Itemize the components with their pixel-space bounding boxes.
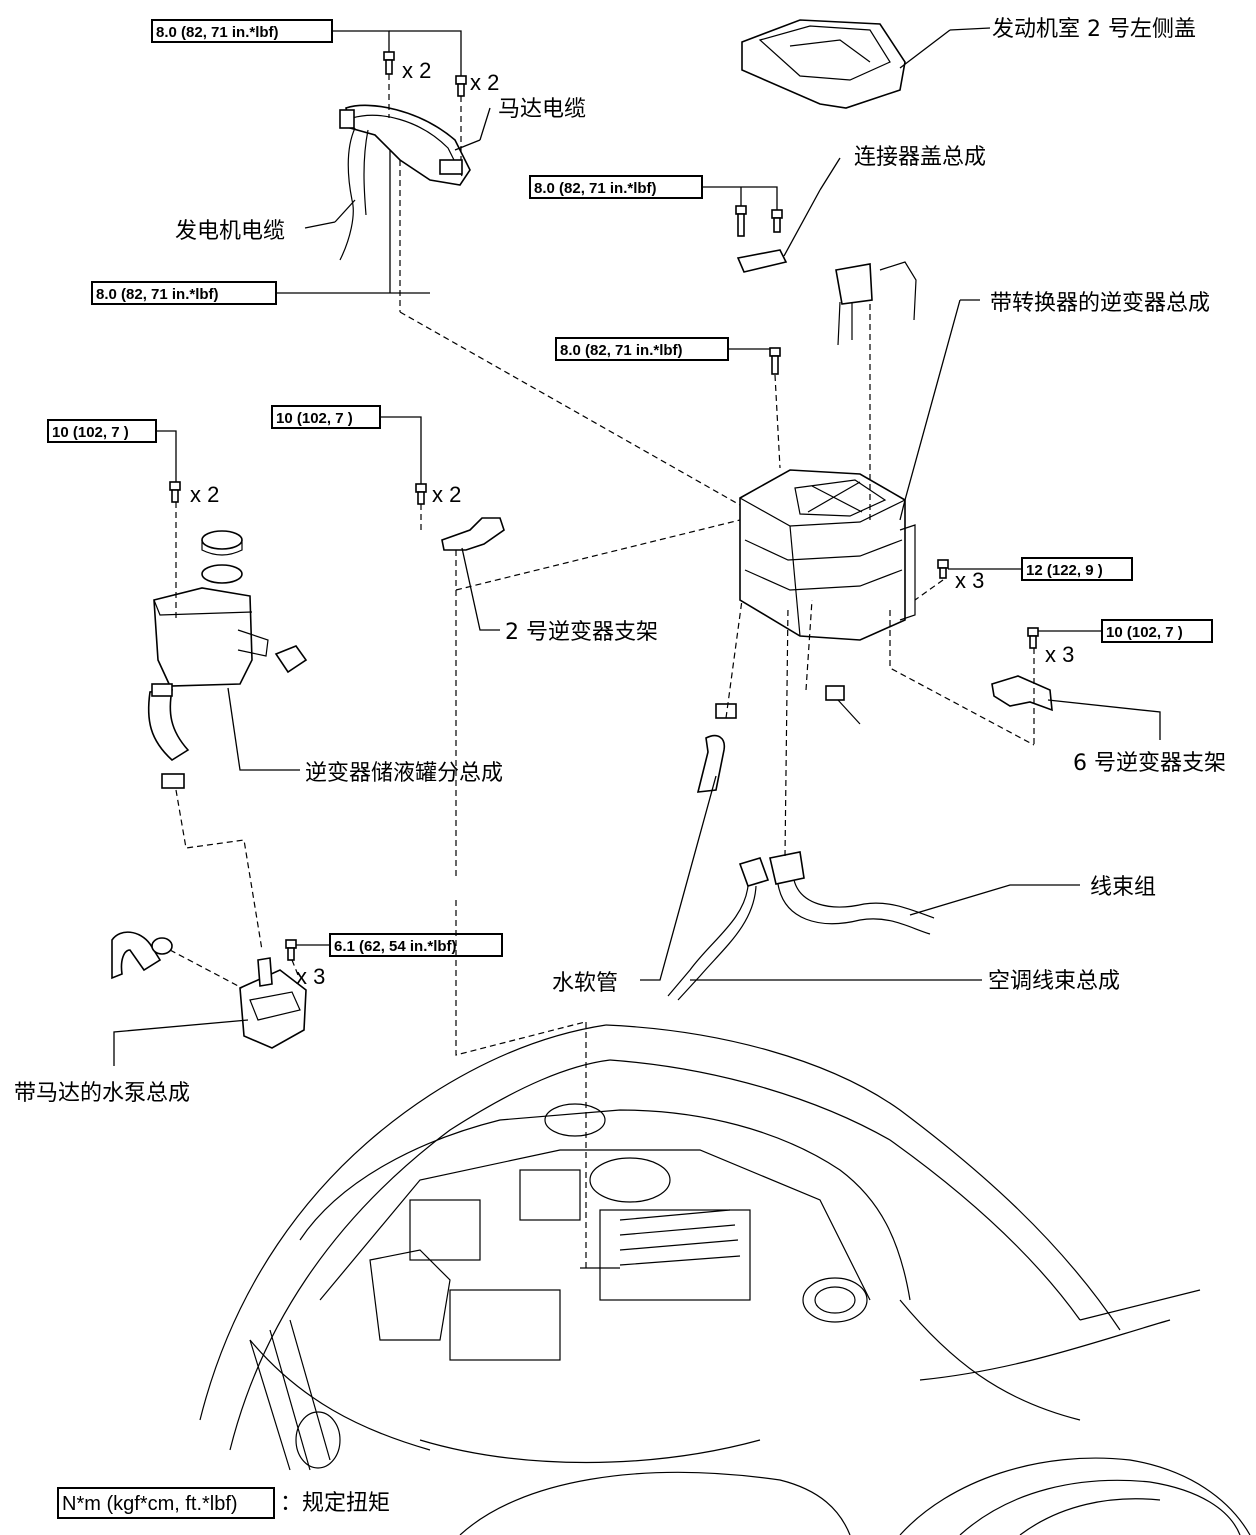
quantity-label: x 2 xyxy=(432,482,461,507)
label-inverter-bracket-2: 2 号逆变器支架 xyxy=(505,620,658,645)
label-ac-harness: 空调线束总成 xyxy=(988,969,1120,994)
quantity-label: x 2 xyxy=(402,58,431,83)
bolt-icon xyxy=(937,559,949,579)
quantity-label: x 2 xyxy=(190,482,219,507)
torque-value: 6.1 (62, 54 in.*lbf) xyxy=(334,938,457,955)
label-motor-cable: 马达电缆 xyxy=(498,97,586,122)
legend-description: ：规定扭矩 xyxy=(280,1491,390,1516)
label-water-hose: 水软管 xyxy=(552,971,618,996)
quantity-label: x 3 xyxy=(296,964,325,989)
torque-value: 10 (102, 7 ) xyxy=(1106,624,1183,641)
water-hose-drawing xyxy=(640,599,743,981)
label-water-pump: 带马达的水泵总成 xyxy=(14,1081,190,1106)
label-wire-harness: 线束组 xyxy=(1090,875,1156,900)
bolt-icon xyxy=(383,51,395,75)
label-connector-cover: 连接器盖总成 xyxy=(854,145,986,170)
label-reservoir: 逆变器储液罐分总成 xyxy=(305,761,503,786)
torque-value: 10 (102, 7 ) xyxy=(52,424,129,441)
quantity-label: x 2 xyxy=(470,70,499,95)
torque-value: 8.0 (82, 71 in.*lbf) xyxy=(96,286,219,303)
water-pump-drawing xyxy=(111,931,307,1066)
quantity-label: x 3 xyxy=(955,568,984,593)
torque-value: 8.0 (82, 71 in.*lbf) xyxy=(534,180,657,197)
label-inverter-bracket-6: 6 号逆变器支架 xyxy=(1073,751,1226,776)
engine-bay-drawing xyxy=(199,900,1251,1535)
label-inverter-assembly: 带转换器的逆变器总成 xyxy=(990,291,1210,316)
torque-value: 8.0 (82, 71 in.*lbf) xyxy=(156,24,279,41)
wire-harness-drawing xyxy=(667,599,1080,1001)
label-engine-room-cover: 发动机室 2 号左侧盖 xyxy=(992,17,1196,42)
legend-unit: N*m (kgf*cm, ft.*lbf) xyxy=(62,1493,238,1515)
bolt-icon xyxy=(455,75,467,97)
inverter-assembly-drawing xyxy=(739,261,980,641)
torque-value: 12 (122, 9 ) xyxy=(1026,562,1103,579)
reservoir-drawing xyxy=(147,481,308,789)
inverter-bracket-2-drawing xyxy=(415,483,505,631)
inverter-bracket-6-drawing xyxy=(991,627,1161,740)
engine-room-cover-drawing xyxy=(741,19,991,109)
motor-generator-cable-drawing xyxy=(304,104,491,261)
torque-value: 8.0 (82, 71 in.*lbf) xyxy=(560,342,683,359)
label-generator-cable: 发电机电缆 xyxy=(175,219,285,244)
legend-box xyxy=(57,1487,275,1519)
quantity-label: x 3 xyxy=(1045,642,1074,667)
torque-value: 10 (102, 7 ) xyxy=(276,410,353,427)
connector-cover-drawing xyxy=(735,157,841,273)
